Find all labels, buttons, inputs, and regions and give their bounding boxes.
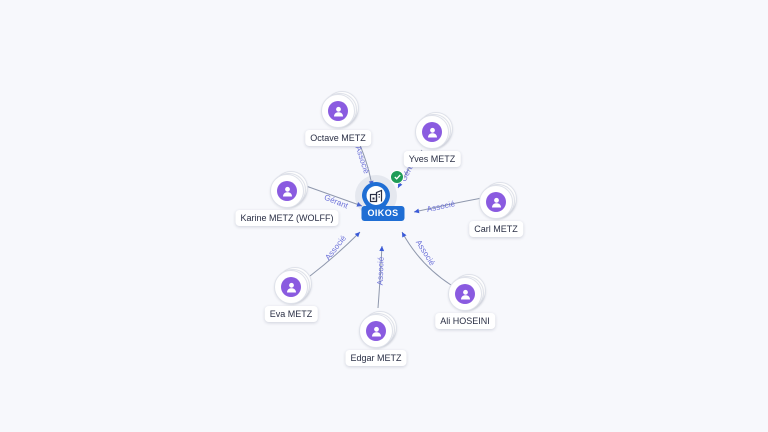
person-name-label: Edgar METZ: [345, 350, 407, 366]
person-avatar-stack: [448, 274, 486, 311]
person-icon: [277, 181, 297, 201]
person-icon: [328, 101, 348, 121]
person-name-label: Octave METZ: [305, 130, 371, 146]
edge-arrow-yves: [398, 182, 403, 188]
person-avatar-stack: [274, 267, 312, 304]
person-node-eva[interactable]: Eva METZ: [211, 267, 371, 340]
person-node-ali[interactable]: Ali HOSEINI: [385, 274, 545, 347]
edge-carl: [413, 197, 483, 213]
edge-ali: [401, 231, 452, 286]
person-icon: [422, 122, 442, 142]
edge-label-edgar: Associé: [376, 256, 386, 285]
edge-arrow-ali: [402, 232, 407, 238]
edge-arrow-carl: [414, 208, 420, 214]
verified-check-icon: [390, 170, 404, 184]
person-name-label: Ali HOSEINI: [435, 313, 495, 329]
person-avatar-stack: [359, 311, 397, 348]
edge-edgar: [377, 245, 383, 309]
person-name-label: Carl METZ: [469, 221, 523, 237]
person-node-yves[interactable]: Yves METZ: [352, 112, 512, 185]
edge-arrow-eva: [354, 232, 360, 238]
person-icon: [281, 277, 301, 297]
company-name-label: OIKOS: [361, 206, 405, 221]
person-avatar-stack: [415, 112, 453, 149]
person-name-label: Karine METZ (WOLFF): [235, 210, 339, 226]
person-avatar-stack: [270, 171, 308, 208]
person-node-carl[interactable]: Carl METZ: [416, 182, 576, 255]
person-node-octave[interactable]: Octave METZ: [258, 91, 418, 164]
person-name-label: Eva METZ: [264, 306, 318, 322]
person-icon: [486, 192, 506, 212]
person-name-label: Yves METZ: [403, 151, 461, 167]
company-node-oikos[interactable]: OIKOS: [353, 170, 413, 244]
building-icon: [369, 189, 383, 203]
edge-eva: [309, 231, 361, 277]
person-icon: [366, 321, 386, 341]
edge-arrow-edgar: [379, 246, 385, 252]
person-avatar-stack: [321, 91, 359, 128]
person-icon: [455, 284, 475, 304]
person-avatar-stack: [479, 182, 517, 219]
person-node-edgar[interactable]: Edgar METZ: [296, 311, 456, 384]
person-node-karine[interactable]: Karine METZ (WOLFF): [207, 171, 367, 244]
edge-arrow-karine: [356, 202, 362, 207]
